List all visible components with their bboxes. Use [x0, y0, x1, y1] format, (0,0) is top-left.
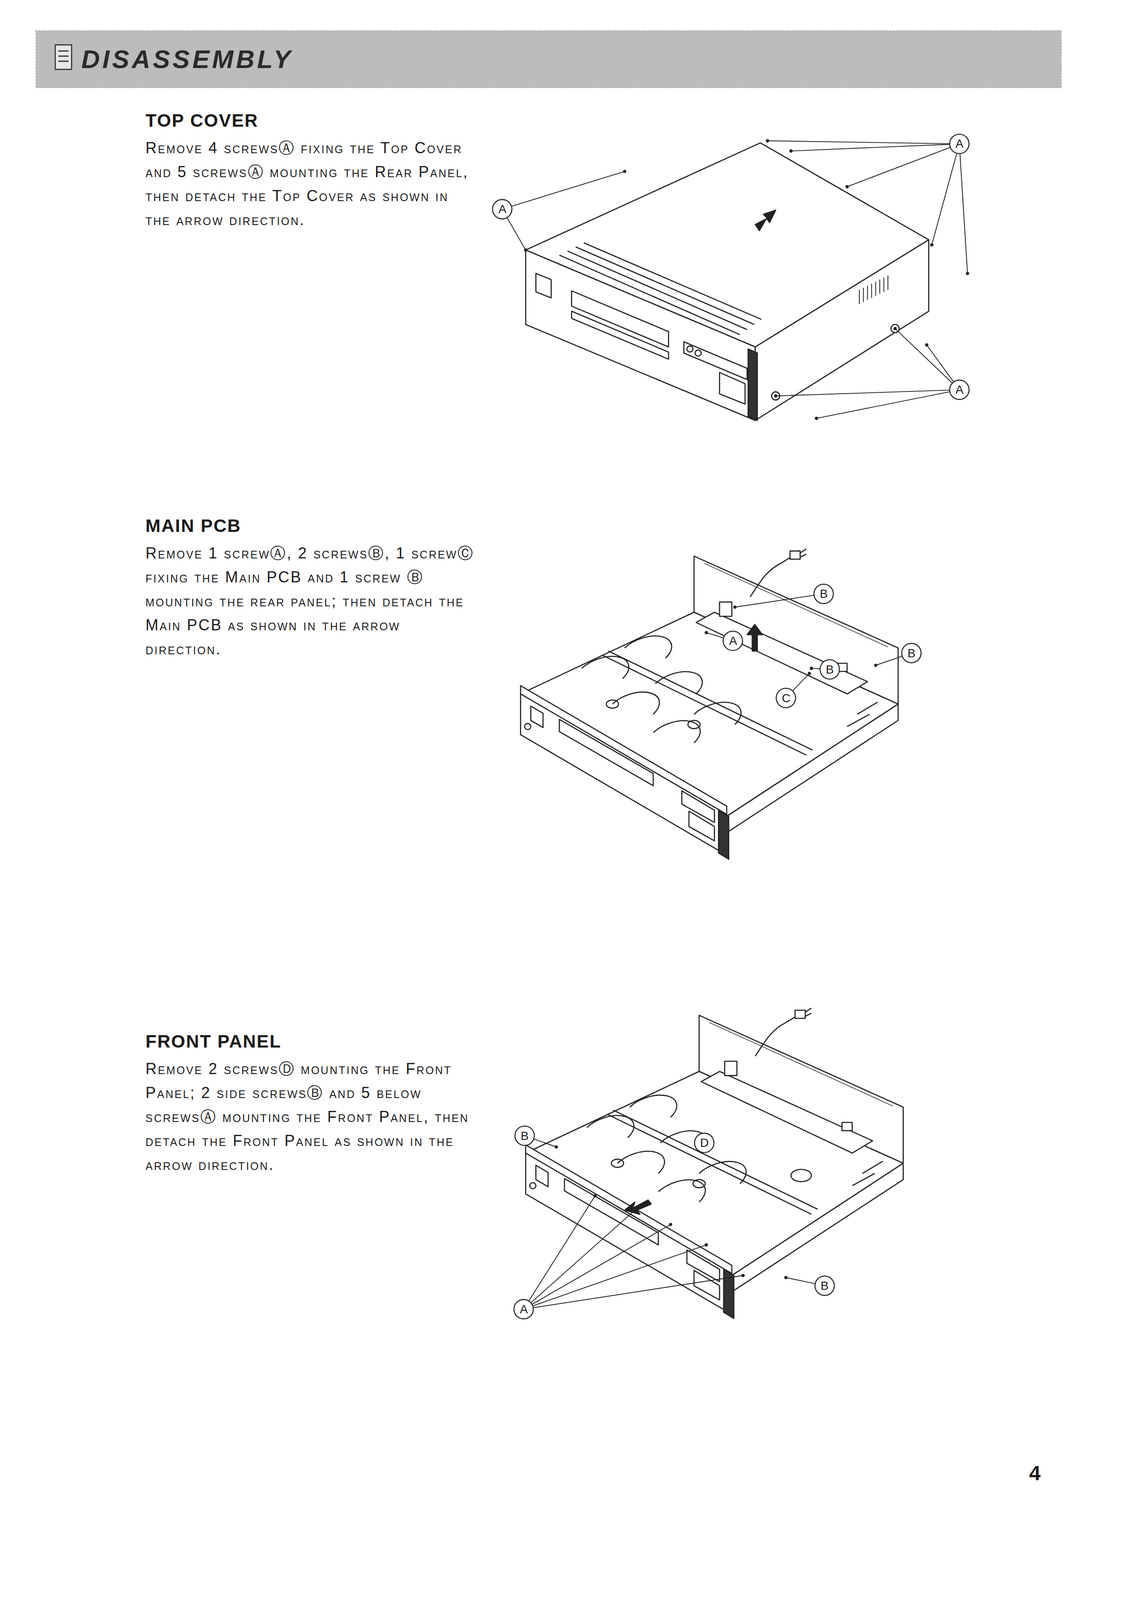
- leader-line: [511, 171, 625, 207]
- screw-dot: [554, 1145, 559, 1149]
- callout-letter: B: [516, 1127, 534, 1145]
- callout-letter: D: [695, 1134, 713, 1152]
- leader-line: [931, 153, 957, 245]
- callout-letter: B: [816, 1277, 834, 1295]
- leader-line: [528, 1196, 596, 1302]
- leader-line: [532, 1244, 707, 1307]
- screw-dot: [704, 631, 709, 635]
- screw-dot: [524, 248, 528, 252]
- leader-line: [926, 344, 954, 383]
- callout-letter: B: [815, 585, 833, 603]
- callout-circle: [813, 584, 834, 604]
- screw-dot: [774, 394, 778, 398]
- leader-line: [875, 656, 903, 665]
- callout-circle: [776, 688, 796, 708]
- leader-line: [959, 153, 968, 274]
- screw-dot: [733, 605, 737, 609]
- screw-dot: [807, 671, 812, 676]
- callout-circle: [694, 1133, 714, 1153]
- callout-circle: [949, 379, 969, 400]
- leader-line: [531, 1210, 636, 1303]
- screw-dot: [814, 416, 819, 421]
- page-number: 4: [1029, 1461, 1041, 1485]
- screw-dot: [784, 1276, 788, 1280]
- section-heading: TOP COVER: [145, 110, 259, 131]
- screw-dot: [930, 243, 934, 247]
- section-heading: MAIN PCB: [145, 515, 242, 537]
- leader-line: [816, 391, 950, 419]
- callout-letter: A: [515, 1300, 533, 1319]
- leader-line: [533, 1139, 557, 1148]
- callout-circle: [949, 134, 969, 154]
- screw-dot: [893, 326, 897, 331]
- callout-letter: A: [493, 200, 511, 218]
- screw-dot: [593, 1194, 597, 1198]
- callout-circle: [723, 631, 743, 651]
- leader-line: [895, 328, 953, 383]
- leader-line: [775, 390, 950, 397]
- callout-letter: B: [821, 661, 839, 679]
- callout-circle: [901, 643, 921, 663]
- callout-letter: B: [902, 644, 921, 662]
- screw-dot: [845, 185, 850, 189]
- screw-dot: [668, 1223, 673, 1227]
- screw-dot: [633, 1208, 637, 1212]
- screw-dot: [623, 169, 627, 174]
- instruction-text: Remove 4 screwsⒶ fixing the Top Cover an…: [145, 136, 480, 232]
- screw-dot: [874, 663, 878, 668]
- screw-dot: [965, 271, 970, 276]
- leader-line: [790, 144, 950, 152]
- callout-letter: A: [950, 135, 968, 153]
- leader-line: [785, 1277, 815, 1284]
- instruction-text: Remove 2 screwsⒹ mounting the Front Pane…: [145, 1056, 480, 1177]
- callout-circle: [492, 199, 512, 219]
- leader-line: [792, 673, 810, 692]
- screw-dot: [704, 1243, 709, 1247]
- callout-letter: A: [950, 381, 968, 399]
- callout-letter: A: [724, 632, 742, 650]
- leader-line: [767, 140, 950, 144]
- callout-circle: [514, 1125, 535, 1146]
- screw-dot: [765, 139, 770, 143]
- screw-dot: [925, 343, 929, 347]
- instruction-text: Remove 1 screwⒶ, 2 screwsⒷ, 1 screwⒸ fix…: [145, 541, 480, 662]
- leader-line: [734, 595, 814, 608]
- callout-letter: C: [777, 689, 795, 707]
- leader-line: [706, 632, 724, 638]
- callout-circle: [814, 1276, 835, 1296]
- screw-dot: [741, 1273, 746, 1278]
- screw-dot: [789, 149, 793, 153]
- screw-dot: [809, 666, 814, 671]
- leader-line: [847, 147, 951, 187]
- leader-line: [533, 1275, 743, 1308]
- section-heading: FRONT PANEL: [145, 1031, 282, 1052]
- leader-line: [507, 217, 526, 250]
- callout-circle: [819, 659, 840, 680]
- callout-circle: [513, 1299, 534, 1319]
- section-title: DISASSEMBLY: [81, 44, 294, 75]
